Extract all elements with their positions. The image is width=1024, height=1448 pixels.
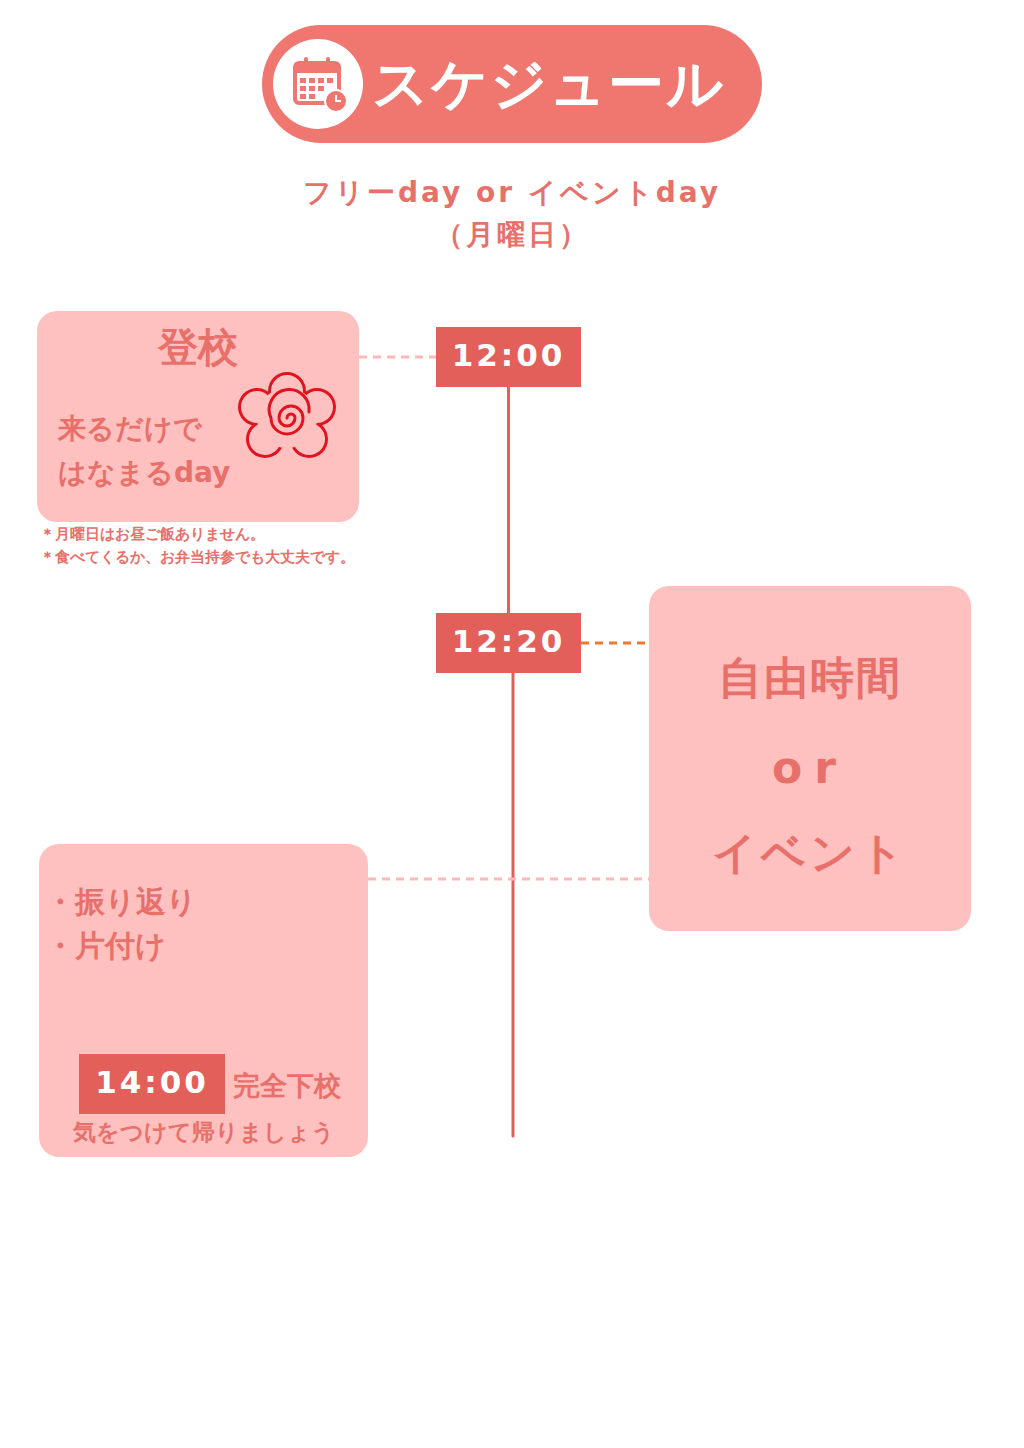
box-text: 完全下校: [233, 1066, 341, 1106]
time-box: 14:00: [79, 1054, 225, 1114]
arrival-box: 登校来るだけで はなまるday: [37, 311, 359, 522]
note: ＊食べてくるか、お弁当持参でも大丈夫です。: [40, 546, 355, 568]
box-text: イベント: [649, 823, 971, 883]
box-text: or: [649, 738, 971, 798]
connector: [359, 356, 436, 359]
box-text: 14:00: [79, 1054, 225, 1110]
title-text: スケジュール: [372, 44, 725, 124]
box-text: ・片付け: [45, 924, 166, 968]
box-text: 12:00: [436, 327, 581, 383]
calendar-icon: [273, 39, 363, 129]
box-text: ・振り返り: [45, 880, 197, 924]
connector: [507, 387, 510, 613]
connector: [581, 642, 649, 645]
box-text: 自由時間: [649, 648, 971, 708]
subtitle: フリーday or イベントday: [0, 172, 1024, 214]
timeline-tail: [512, 669, 515, 1136]
box-text: 12:20: [436, 613, 581, 669]
time-box: 12:20: [436, 613, 581, 673]
note: ＊月曜日はお昼ご飯ありません。: [40, 523, 265, 545]
box-text: 登校: [37, 319, 359, 375]
hanamaru-flower: [235, 371, 339, 465]
closing-box: ・振り返り・片付け完全下校気をつけて帰りましょう 14:00: [39, 844, 368, 1157]
subtitle: （月曜日）: [0, 214, 1024, 256]
time-box: 12:00: [436, 327, 581, 387]
activity-box: 自由時間 or イベント: [649, 586, 971, 931]
box-text: 来るだけで はなまるday: [58, 407, 258, 495]
box-text: 気をつけて帰りましょう: [39, 1114, 368, 1150]
connector: [368, 878, 649, 881]
